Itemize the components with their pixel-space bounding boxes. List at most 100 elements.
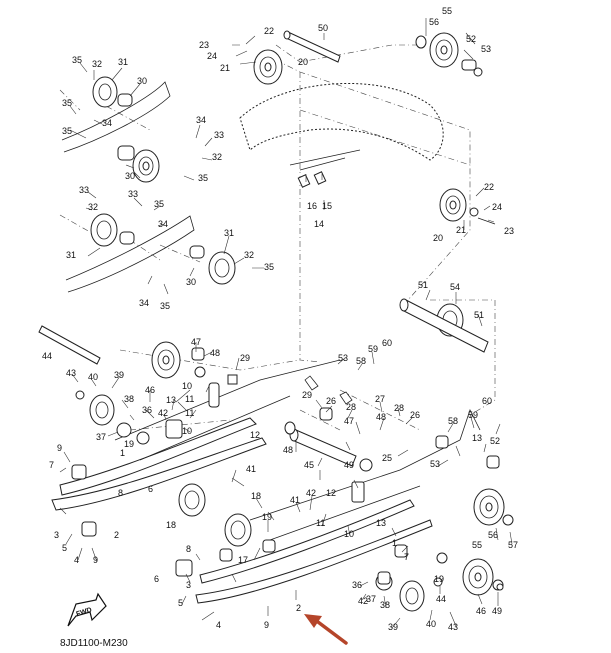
idler-wheel-upper-right — [415, 32, 483, 77]
callout-32c: 32 — [88, 202, 98, 212]
callout-38a: 38 — [124, 394, 134, 404]
callout-33a: 33 — [214, 130, 224, 140]
callout-43b: 43 — [448, 622, 458, 632]
callout-28b: 28 — [394, 403, 404, 413]
callout-39a: 39 — [114, 370, 124, 380]
callout-37a: 37 — [96, 432, 106, 442]
callout-38b: 38 — [380, 600, 390, 610]
callout-51a: 51 — [418, 280, 428, 290]
callout-7b: 7 — [404, 552, 409, 562]
callout-35b: 35 — [62, 98, 72, 108]
callout-35d: 35 — [198, 173, 208, 183]
callout-3a: 3 — [54, 530, 59, 540]
callout-59b: 59 — [468, 410, 478, 420]
callout-31a: 31 — [118, 57, 128, 67]
callout-58b: 58 — [448, 416, 458, 426]
callout-24b: 24 — [492, 202, 502, 212]
drawing-code: 8JD1100-M230 — [60, 638, 128, 649]
callout-40b: 40 — [426, 619, 436, 629]
callout-3b: 3 — [186, 580, 191, 590]
idler-wheel-46 — [151, 341, 205, 379]
callout-32a: 32 — [92, 59, 102, 69]
callout-2b: 2 — [296, 603, 301, 613]
callout-44b: 44 — [436, 594, 446, 604]
idler-wheel-46b — [462, 558, 504, 596]
callout-21b: 21 — [456, 225, 466, 235]
callout-32b: 32 — [212, 152, 222, 162]
callout-13b: 13 — [472, 433, 482, 443]
callout-46a: 46 — [145, 385, 155, 395]
callout-1a: 1 — [120, 448, 125, 458]
idler-wheel-39a — [75, 390, 115, 426]
callout-6b: 6 — [154, 574, 159, 584]
callout-33c: 33 — [128, 189, 138, 199]
callout-19b: 19 — [262, 512, 272, 522]
callout-20b: 20 — [433, 233, 443, 243]
callout-30c: 30 — [186, 277, 196, 287]
callout-18a: 18 — [166, 520, 176, 530]
callout-10c: 10 — [344, 529, 354, 539]
callout-34d: 34 — [139, 298, 149, 308]
callout-47b: 47 — [344, 416, 354, 426]
callout-52: 52 — [466, 34, 476, 44]
fwd-label: FWD — [75, 607, 92, 619]
callout-45: 45 — [304, 460, 314, 470]
callout-8b: 8 — [186, 544, 191, 554]
callout-31b: 31 — [66, 250, 76, 260]
callout-47: 47 — [191, 337, 201, 347]
callout-48c: 48 — [283, 445, 293, 455]
callout-9b: 9 — [93, 555, 98, 565]
callout-19a: 19 — [124, 439, 134, 449]
callout-35e: 35 — [154, 199, 164, 209]
callout-22b: 22 — [484, 182, 494, 192]
callout-14: 14 — [314, 219, 324, 229]
callout-40a: 40 — [88, 372, 98, 382]
slide-rails — [51, 359, 481, 604]
callout-56: 56 — [429, 17, 439, 27]
callout-48b: 48 — [376, 412, 386, 422]
shaft-50 — [283, 30, 341, 63]
callout-labels: 22 23 24 21 20 50 55 56 52 53 35 32 31 3… — [42, 6, 518, 632]
shaft-44 — [38, 325, 101, 365]
callout-23b: 23 — [504, 226, 514, 236]
callout-12b: 12 — [326, 488, 336, 498]
callout-8a: 8 — [118, 488, 123, 498]
callout-26b: 26 — [410, 410, 420, 420]
callout-11: 11 — [185, 394, 194, 404]
callout-59a: 59 — [368, 344, 378, 354]
callout-16: 16 — [307, 201, 317, 211]
callout-7a: 7 — [49, 460, 54, 470]
idler-wheel-right — [439, 188, 496, 225]
callout-34a: 34 — [102, 118, 112, 128]
callout-13c: 13 — [376, 518, 386, 528]
callout-41a: 41 — [246, 464, 256, 474]
callout-25: 25 — [382, 453, 392, 463]
callout-53b: 53 — [430, 459, 440, 469]
callout-30b: 30 — [125, 171, 135, 181]
callout-34b: 34 — [196, 115, 206, 125]
callout-4a: 4 — [74, 555, 79, 565]
callout-26a: 26 — [326, 396, 336, 406]
callout-56b: 56 — [488, 530, 498, 540]
callout-42a: 42 — [158, 408, 168, 418]
callout-24: 24 — [207, 51, 217, 61]
callout-4b: 4 — [216, 620, 221, 630]
idler-wheel-left-30 — [117, 145, 160, 183]
idler-wheel-left-31c — [189, 245, 236, 285]
callout-23: 23 — [199, 40, 209, 50]
callout-17: 17 — [238, 555, 248, 565]
callout-11b: 11 — [185, 408, 194, 418]
callout-35a: 35 — [72, 55, 82, 65]
callout-10b: 10 — [182, 426, 192, 436]
callout-53a: 53 — [338, 353, 348, 363]
callout-50: 50 — [318, 23, 328, 33]
callout-19c: 19 — [434, 574, 444, 584]
callout-2a: 2 — [114, 530, 119, 540]
callout-35g: 35 — [160, 301, 170, 311]
guide-lines — [59, 44, 496, 431]
callout-9a: 9 — [57, 443, 62, 453]
callout-55b: 55 — [472, 540, 482, 550]
callout-60a: 60 — [382, 338, 392, 348]
callout-13: 13 — [166, 395, 176, 405]
